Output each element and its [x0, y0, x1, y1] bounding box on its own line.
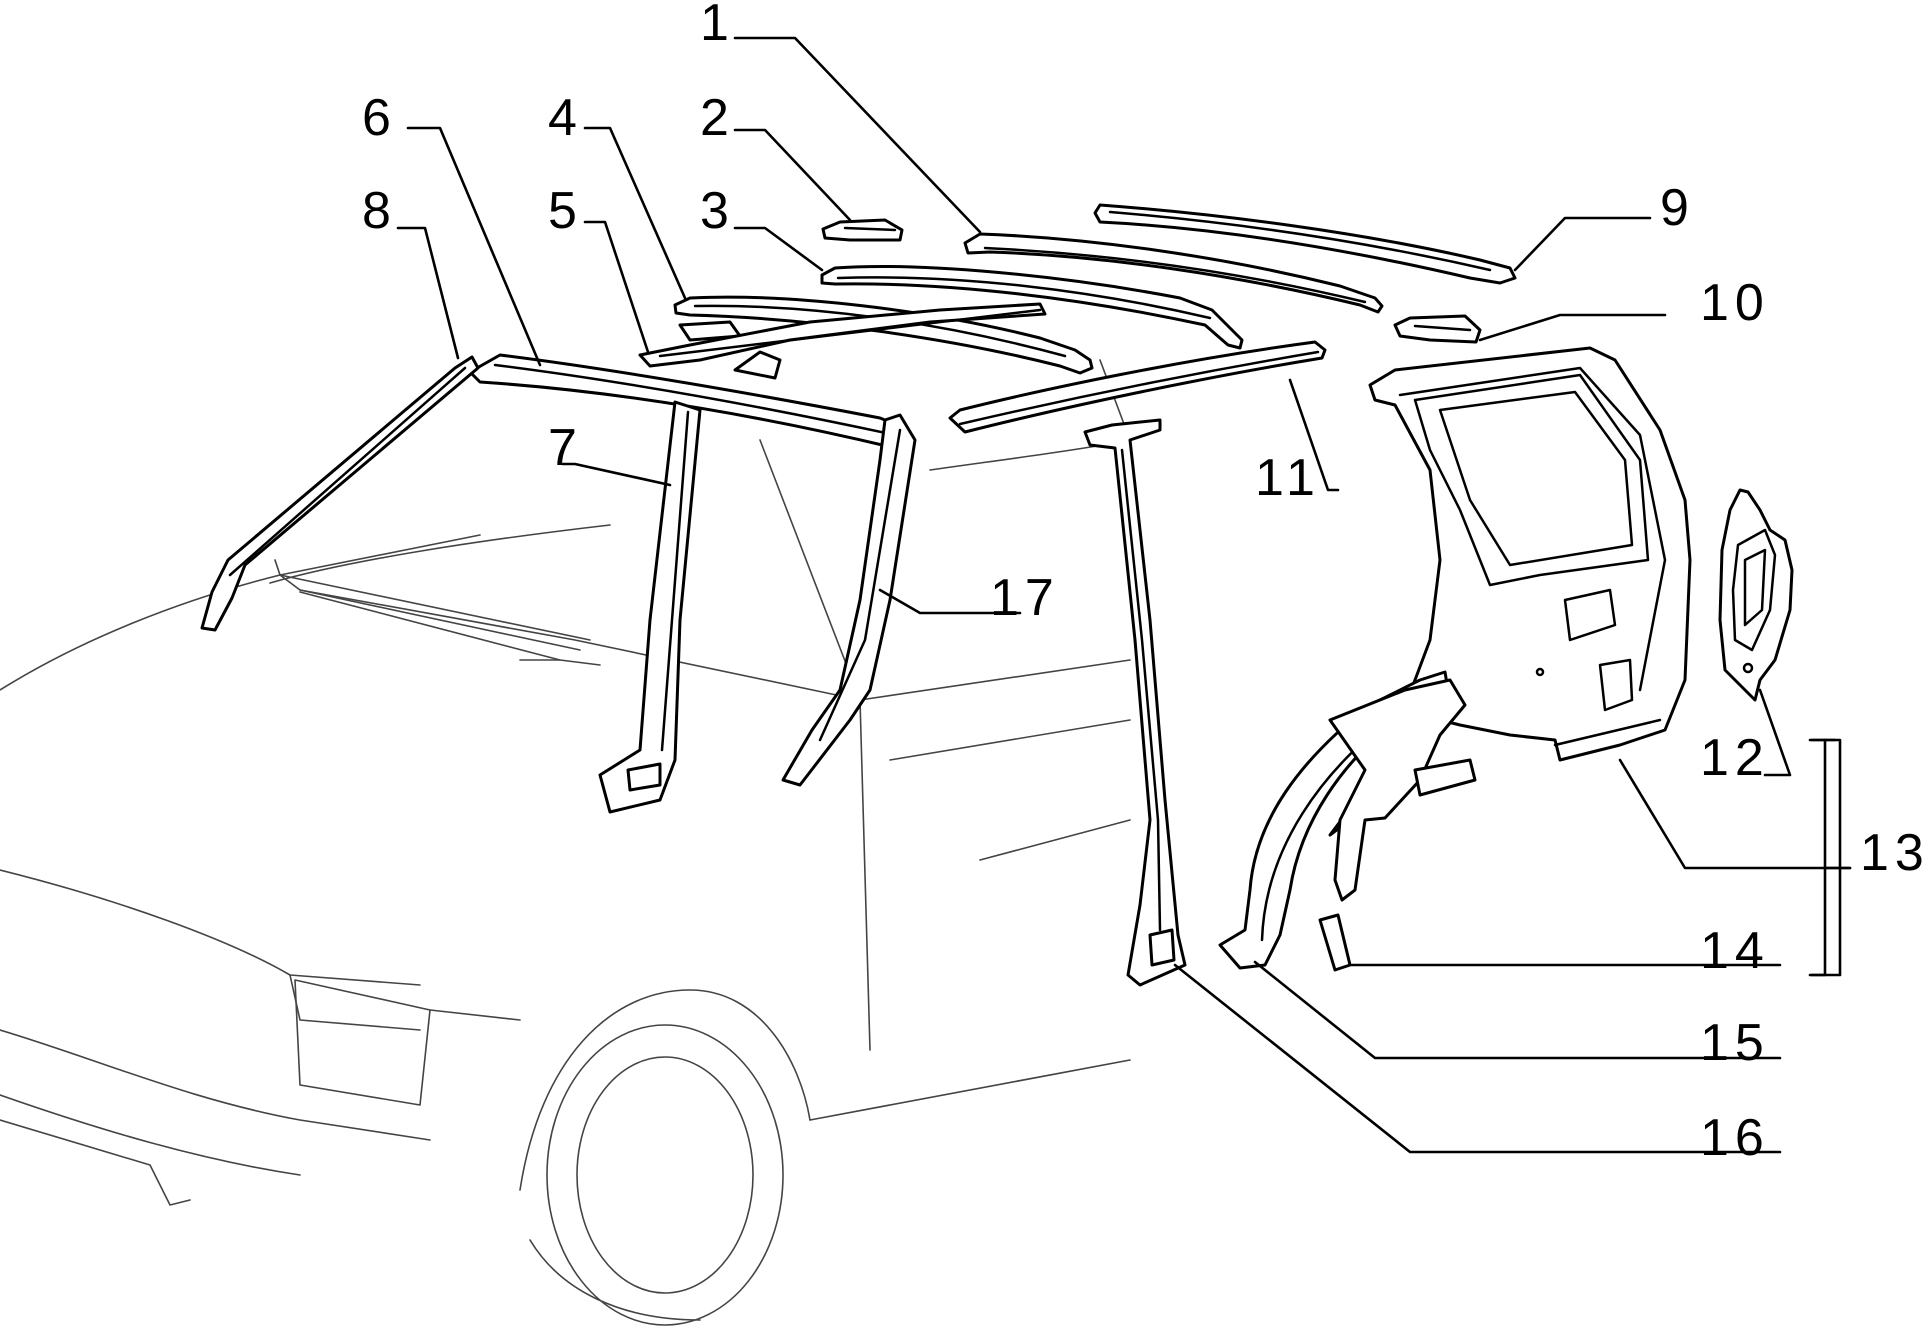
callout-2: 2	[700, 89, 735, 147]
callout-10: 10	[1700, 274, 1770, 332]
part-12-rear-light-bracket	[1718, 488, 1794, 702]
callout-15: 15	[1700, 1014, 1770, 1072]
part-7-a-pillar	[598, 400, 702, 814]
callout-labels: 1 2 3 4 5 6 7 8 9 10 11 12 13 14 15 16 1…	[362, 0, 1929, 1167]
part-16-b-pillar	[1083, 418, 1187, 987]
callout-17: 17	[990, 569, 1060, 627]
part-1-roof-rail	[963, 232, 1384, 314]
part-10-bracket	[1393, 314, 1482, 344]
callout-16: 16	[1700, 1109, 1770, 1167]
callout-14: 14	[1700, 922, 1770, 980]
callout-3: 3	[700, 182, 735, 240]
callout-6: 6	[362, 89, 397, 147]
part-5-roof-header	[638, 302, 1047, 380]
part-9-roof-rear-rail	[1093, 203, 1517, 285]
callout-11: 11	[1255, 449, 1321, 507]
callout-5: 5	[548, 182, 583, 240]
part-8-a-pillar-trim	[200, 355, 480, 632]
part-14-patch	[1318, 913, 1352, 972]
part-17-windshield-pillar	[781, 413, 917, 787]
callout-13: 13	[1860, 824, 1929, 882]
callout-4: 4	[548, 89, 583, 147]
callout-8: 8	[362, 182, 397, 240]
callout-9: 9	[1660, 179, 1695, 237]
group-bracket-13	[1810, 738, 1842, 977]
part-3-roof-bow	[820, 265, 1244, 350]
car-body-outline	[0, 359, 1131, 1326]
part-2-bracket	[821, 218, 904, 242]
part-11-roof-side-rail	[948, 340, 1327, 434]
part-15-wheel-arch-outer	[1218, 670, 1477, 970]
callout-1: 1	[700, 0, 735, 52]
callout-12: 12	[1700, 729, 1770, 787]
callout-7: 7	[548, 419, 583, 477]
